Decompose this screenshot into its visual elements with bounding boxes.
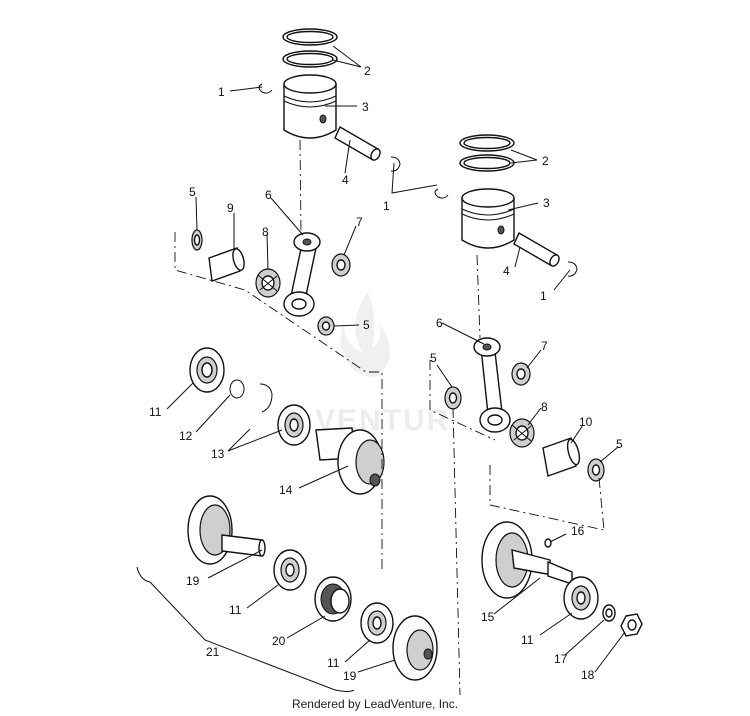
callout-15: 15 — [481, 610, 495, 624]
callout-21: 21 — [206, 645, 220, 659]
callout-5: 5 — [189, 185, 196, 199]
callout-7: 7 — [541, 339, 548, 353]
callout-7: 7 — [356, 215, 363, 229]
left-crank-group — [189, 347, 385, 495]
right-crank-group — [481, 521, 643, 637]
left-lower-crank-group — [187, 495, 438, 681]
callout-20: 20 — [272, 634, 286, 648]
callout-3: 3 — [362, 100, 369, 114]
callout-10: 10 — [579, 415, 593, 429]
callout-17: 17 — [554, 652, 568, 666]
left-conrod-group — [191, 229, 351, 336]
callout-9: 9 — [227, 201, 234, 215]
footer-credit: Rendered by LeadVenture, Inc. — [291, 697, 459, 711]
callout-4: 4 — [342, 173, 349, 187]
callout-11: 11 — [229, 603, 242, 617]
left-piston-pin — [334, 126, 381, 161]
callout-1: 1 — [218, 85, 225, 99]
callout-14: 14 — [279, 483, 293, 497]
callout-3: 3 — [543, 196, 550, 210]
callout-6: 6 — [436, 316, 443, 330]
callout-11: 11 — [521, 633, 534, 647]
right-circlip-pin — [567, 261, 578, 277]
center-lines — [174, 139, 605, 696]
right-circlip-top — [434, 188, 449, 199]
left-circlip-top — [258, 83, 273, 94]
callout-2: 2 — [364, 64, 371, 78]
left-piston-rings — [282, 28, 338, 68]
right-piston — [461, 188, 515, 249]
callout-19: 19 — [186, 574, 200, 588]
callout-2: 2 — [542, 154, 549, 168]
callout-19: 19 — [343, 669, 357, 683]
callout-6: 6 — [265, 188, 272, 202]
callout-11: 11 — [149, 405, 162, 419]
callout-13: 13 — [211, 447, 225, 461]
left-piston — [283, 74, 337, 139]
leader-lines — [136, 45, 626, 692]
right-conrod-group — [444, 337, 605, 482]
callout-11: 11 — [327, 656, 340, 670]
right-piston-pin — [513, 232, 560, 267]
callout-8: 8 — [541, 400, 548, 414]
right-piston-rings — [459, 134, 515, 172]
callout-1: 1 — [383, 199, 390, 213]
callout-5: 5 — [363, 318, 370, 332]
callout-1: 1 — [540, 289, 547, 303]
callout-18: 18 — [581, 668, 595, 682]
callout-5: 5 — [430, 351, 437, 365]
callout-8: 8 — [262, 225, 269, 239]
callout-5: 5 — [616, 437, 623, 451]
callout-4: 4 — [503, 264, 510, 278]
callout-16: 16 — [571, 524, 585, 538]
callout-labels: 1 2 3 4 1 2 3 5 9 6 8 7 5 4 1 6 5 7 11 1… — [149, 64, 623, 683]
callout-12: 12 — [179, 429, 193, 443]
left-circlip-pin — [390, 156, 401, 172]
